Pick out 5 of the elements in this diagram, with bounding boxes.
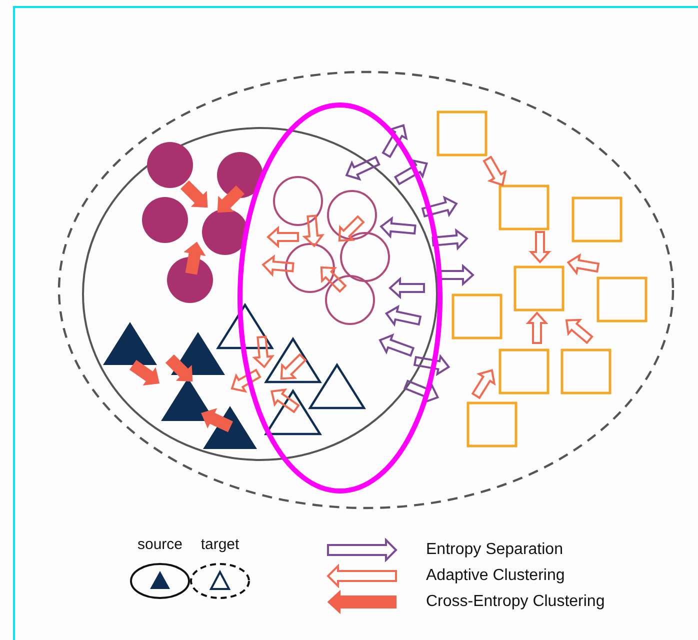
legend-text: Adaptive Clustering bbox=[426, 567, 565, 585]
legend-text: Cross-Entropy Clustering bbox=[426, 593, 605, 611]
legend-text: Entropy Separation bbox=[426, 541, 563, 559]
legend-text: target bbox=[200, 536, 240, 553]
legend-text: source bbox=[137, 536, 183, 553]
